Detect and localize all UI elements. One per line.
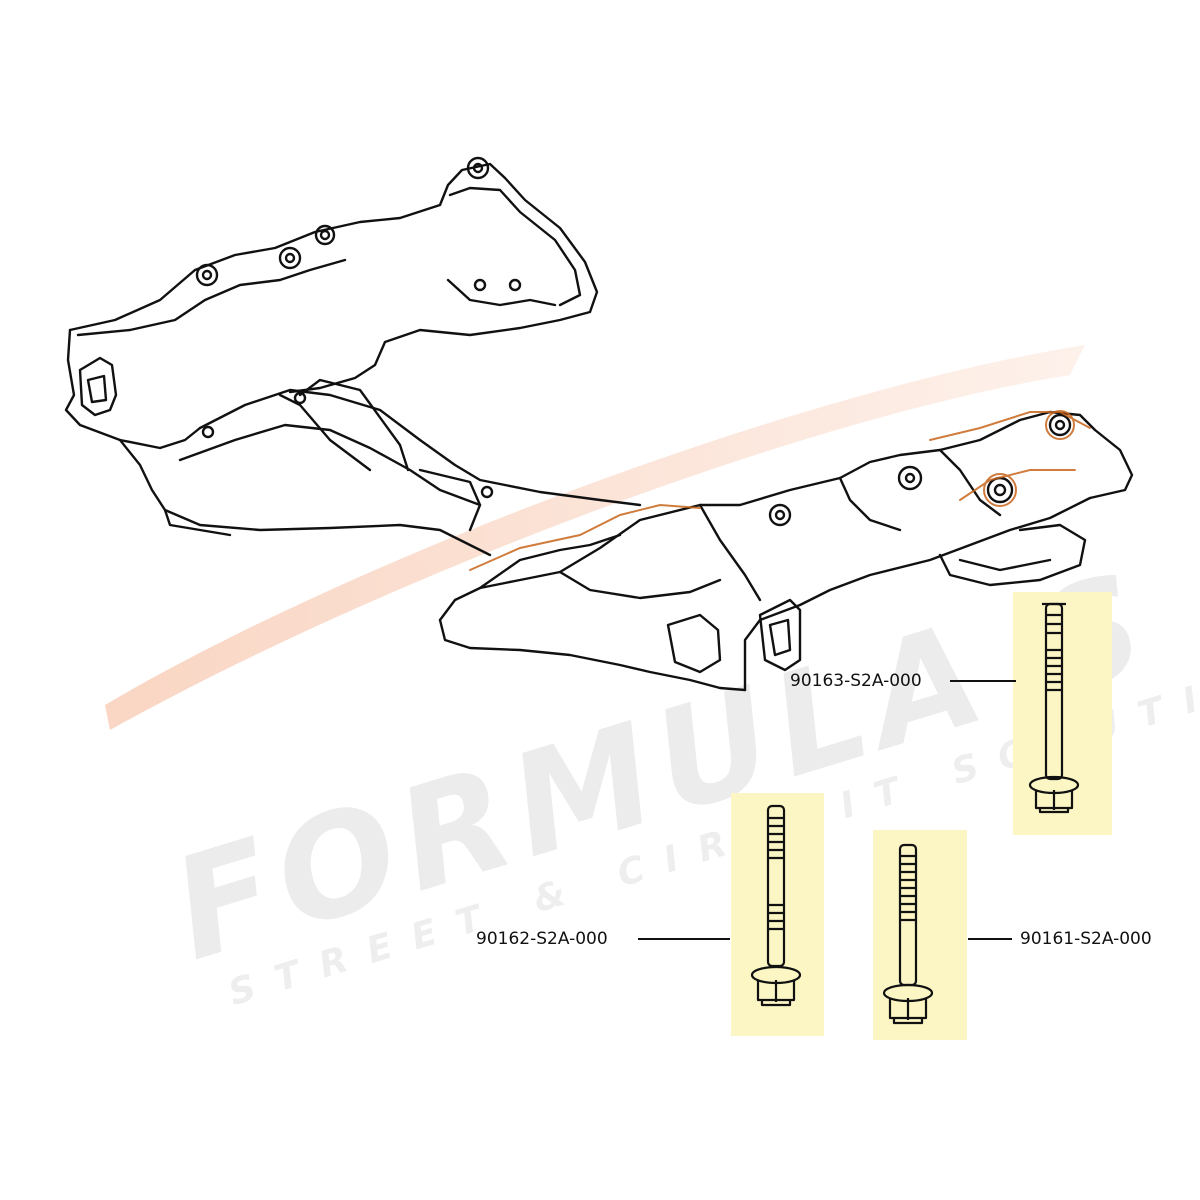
bolt-highlight-90161 [873,830,967,1040]
part-label-90162: 90162-S2A-000 [476,929,608,949]
part-label-90161: 90161-S2A-000 [1020,929,1152,949]
leader-line-90163 [950,680,1016,682]
leader-line-90161 [968,938,1012,940]
part-label-90163: 90163-S2A-000 [790,671,922,691]
leader-line-90162 [638,938,730,940]
